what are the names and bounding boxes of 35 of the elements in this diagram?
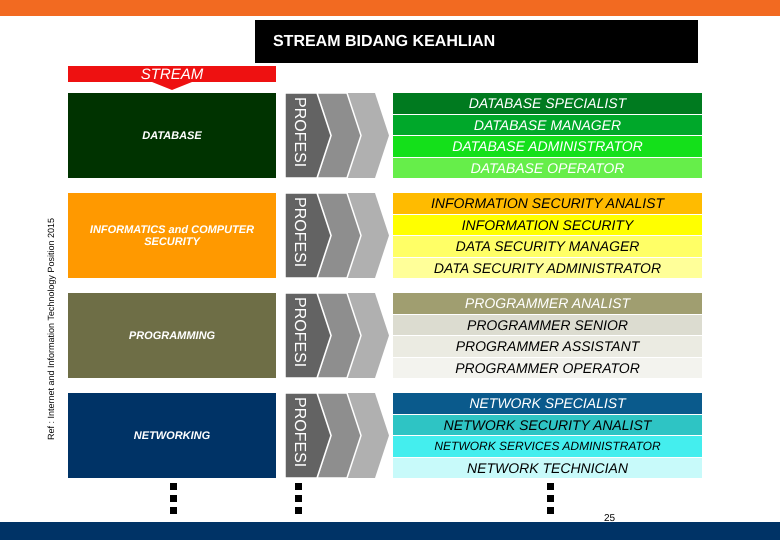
job-title-bar: DATABASE MANAGER [393,114,702,135]
job-title-bar: NETWORK TECHNICIAN [393,458,702,478]
bottom-bar [0,522,780,540]
stream-box: DATABASE [68,93,276,178]
stream-box: PROGRAMMING [68,293,276,378]
job-title-bar: INFORMATION SECURITY ANALIST [393,193,702,214]
chevron-arrow [285,93,389,178]
job-title-bar: PROGRAMMER OPERATOR [393,358,702,378]
reference-note: Ref : Internet and Information Technology Position 2015 [46,218,56,440]
stream-box: INFORMATICS and COMPUTER SECURITY [68,193,276,278]
job-title-bar: NETWORK SECURITY ANALIST [393,414,702,435]
chevron-arrow [285,193,389,278]
job-title-bar: PROGRAMMER ASSISTANT [393,336,702,356]
stream-banner [68,66,276,88]
job-title-bar: PROGRAMMER SENIOR [393,314,702,335]
job-title-bar: DATABASE OPERATOR [393,158,702,178]
job-title-bar: DATABASE SPECIALIST [393,93,702,114]
chevron-label: PROFESI [290,197,309,268]
chevron-label: PROFESI [290,297,309,368]
page-number: 25 [604,513,616,524]
title-banner: STREAM BIDANG KEAHLIAN [255,20,698,63]
job-title-bar: DATA SECURITY ADMINISTRATOR [393,258,702,278]
banner-label: STREAM [140,66,204,82]
job-title-bar: INFORMATION SECURITY [393,214,702,235]
stream-box: NETWORKING [68,393,276,478]
chevron-label: PROFESI [290,397,309,468]
job-title-bar: PROGRAMMER ANALIST [393,293,702,314]
job-title-bar: DATABASE ADMINISTRATOR [393,136,702,156]
job-title-bar: NETWORK SERVICES ADMINISTRATOR [393,436,702,456]
top-bar [0,0,780,16]
chevron-arrow [285,393,389,478]
chevron-label: PROFESI [290,97,309,168]
job-title-bar: NETWORK SPECIALIST [393,393,702,414]
chevron-arrow [285,293,389,378]
job-title-bar: DATA SECURITY MANAGER [393,236,702,256]
